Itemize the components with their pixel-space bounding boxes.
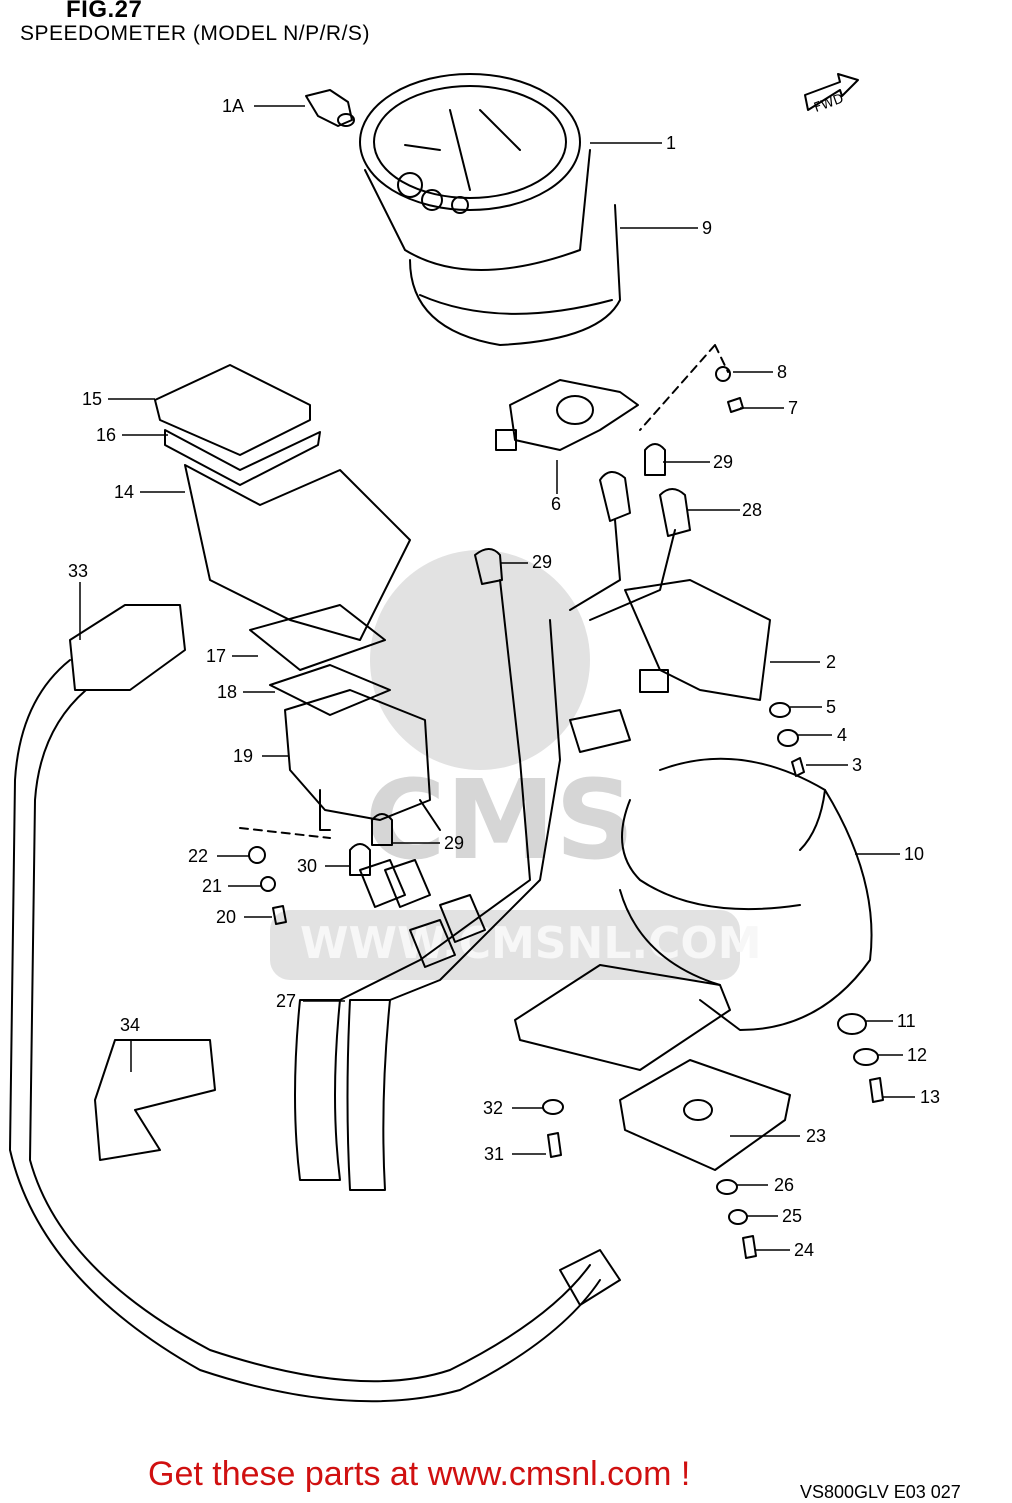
callout-34: 34	[120, 1015, 141, 1035]
callout-30: 30	[297, 856, 318, 876]
bracket-6	[495, 379, 639, 451]
mount-plate	[514, 964, 791, 1171]
callout-33: 33	[68, 561, 89, 581]
callout-25: 25	[782, 1206, 803, 1226]
callout-9: 9	[702, 218, 713, 238]
speedometer-cable-33	[9, 604, 621, 1403]
callout-27: 27	[276, 991, 297, 1011]
callout-10: 10	[904, 844, 925, 864]
callout-12: 12	[907, 1045, 928, 1065]
callout-22: 22	[188, 846, 209, 866]
callout-13: 13	[920, 1087, 941, 1107]
callout-15: 15	[82, 389, 103, 409]
callout-18: 18	[217, 682, 238, 702]
callout-6: 6	[551, 494, 562, 514]
figure-subtitle: SPEEDOMETER (MODEL N/P/R/S)	[20, 22, 370, 45]
callout-23: 23	[806, 1126, 827, 1146]
callout-28: 28	[742, 500, 763, 520]
callout-21: 21	[202, 876, 223, 896]
leader-lines	[79, 105, 915, 1251]
callout-31: 31	[484, 1144, 505, 1164]
cover-10	[619, 757, 873, 1031]
callout-5: 5	[826, 697, 837, 717]
callout-14: 14	[114, 482, 135, 502]
callout-17: 17	[206, 646, 227, 666]
speedometer-1	[359, 73, 591, 271]
callout-7: 7	[788, 398, 799, 418]
harness-27	[294, 579, 631, 1191]
callout-32: 32	[483, 1098, 504, 1118]
fwd-arrow-icon	[804, 73, 859, 111]
callout-3: 3	[852, 755, 863, 775]
socket-holder-2	[624, 579, 771, 701]
cms-watermark: CMS WWW.CMSNL.COM	[270, 550, 762, 980]
cmsnl-link[interactable]: Get these parts at www.cmsnl.com !	[148, 1455, 691, 1493]
callout-29-low: 29	[444, 833, 465, 853]
callout-29-top: 29	[713, 452, 734, 472]
callout-16: 16	[96, 425, 117, 445]
clamp-34	[94, 1039, 216, 1161]
callout-8: 8	[777, 362, 788, 382]
callout-1: 1	[666, 133, 677, 153]
indicator-housing-14	[154, 364, 411, 641]
case-9	[409, 204, 621, 346]
bulb-1a	[305, 89, 355, 127]
svg-text:CMS: CMS	[365, 756, 634, 884]
callout-19: 19	[233, 746, 254, 766]
indicator-base-19	[284, 689, 441, 831]
callout-4: 4	[837, 725, 848, 745]
callout-11: 11	[897, 1011, 916, 1031]
callout-24: 24	[794, 1240, 815, 1260]
callout-2: 2	[826, 652, 837, 672]
figure-number: FIG.27	[66, 0, 143, 23]
callout-1a: 1A	[222, 96, 245, 116]
svg-text:WWW.CMSNL.COM: WWW.CMSNL.COM	[300, 918, 762, 969]
callout-26: 26	[774, 1175, 795, 1195]
callout-29-mid: 29	[532, 552, 553, 572]
drawing-code: VS800GLV E03 027	[800, 1482, 961, 1502]
callout-20: 20	[216, 907, 237, 927]
